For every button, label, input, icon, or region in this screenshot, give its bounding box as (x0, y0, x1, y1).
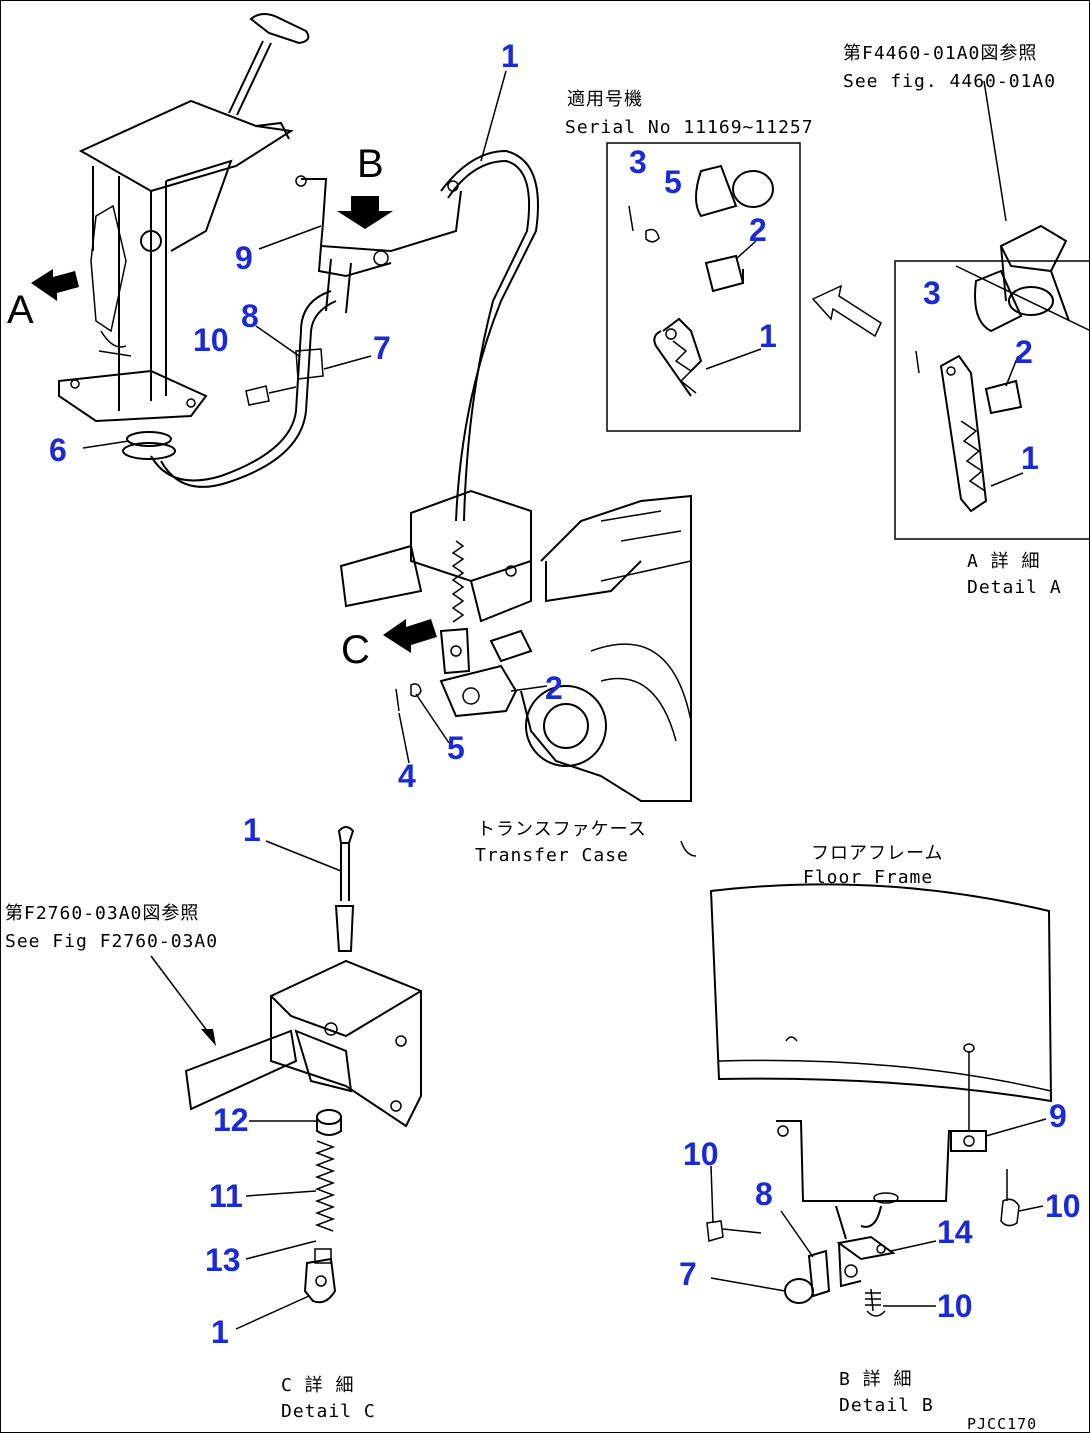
detail-c-jp: C 詳 細 (281, 1375, 355, 1396)
part-number-7: 7 (373, 330, 391, 366)
part-number-12: 12 (213, 1102, 249, 1138)
ref-f2760-en: See Fig F2760-03A0 (5, 931, 218, 952)
control-lever-assembly (31, 13, 462, 488)
part-number-5: 5 (664, 164, 682, 200)
part-number-1: 1 (243, 812, 261, 848)
ref-f2760-jp: 第F2760-03A0図参照 (5, 903, 199, 924)
detail-a-jp: A 詳 細 (967, 551, 1041, 572)
part-number-10: 10 (193, 322, 229, 358)
part-number-2: 2 (545, 670, 563, 706)
part-number-6: 6 (49, 432, 67, 468)
serial-en: Serial No 11169~11257 (565, 117, 814, 138)
serial-inset (606, 142, 882, 432)
ref-f4460-jp: 第F4460-01A0図参照 (843, 43, 1037, 64)
detail-c-en: Detail C (281, 1401, 376, 1422)
detail-b-jp: B 詳 細 (839, 1369, 913, 1390)
part-number-3: 3 (923, 275, 941, 311)
drawing-code: PJCC170 (967, 1415, 1037, 1433)
part-number-3: 3 (629, 144, 647, 180)
part-number-2: 2 (749, 212, 767, 248)
control-cable (440, 149, 539, 522)
part-number-9: 9 (235, 240, 253, 276)
part-number-9: 9 (1049, 1098, 1067, 1134)
floor-frame-en: Floor Frame (803, 867, 933, 888)
detail-c-assembly (184, 826, 422, 1304)
part-number-11: 11 (209, 1178, 243, 1214)
part-number-2: 2 (1015, 334, 1033, 370)
part-number-14: 14 (937, 1214, 973, 1250)
part-number-1: 1 (1021, 440, 1039, 476)
part-number-1: 1 (211, 1314, 229, 1350)
transfer-case-jp: トランスファケース (477, 819, 647, 840)
leader-lines (82, 70, 1047, 1330)
part-number-4: 4 (398, 758, 416, 794)
floor-frame-jp: フロアフレーム (811, 843, 943, 864)
part-number-8: 8 (755, 1176, 773, 1212)
part-number-10: 10 (937, 1288, 973, 1324)
ref-f4460-en: See fig. 4460-01A0 (843, 71, 1056, 92)
transfer-case-en: Transfer Case (475, 845, 629, 866)
part-number-10: 10 (683, 1136, 719, 1172)
detail-a-box (894, 224, 1089, 540)
view-letter-c: C (341, 628, 370, 672)
serial-jp: 適用号機 (567, 89, 643, 110)
part-number-13: 13 (205, 1242, 241, 1278)
detail-a-en: Detail A (967, 577, 1062, 598)
detail-b-assembly (706, 883, 1053, 1317)
transfer-case-assembly (339, 489, 697, 857)
view-letter-b: B (357, 142, 384, 186)
part-number-1: 1 (501, 38, 519, 74)
part-number-7: 7 (679, 1256, 697, 1292)
part-number-8: 8 (241, 298, 259, 334)
part-number-10: 10 (1045, 1188, 1081, 1224)
part-number-1: 1 (759, 318, 777, 354)
detail-b-en: Detail B (839, 1395, 934, 1416)
view-letter-a: A (7, 288, 34, 332)
part-number-5: 5 (447, 730, 465, 766)
